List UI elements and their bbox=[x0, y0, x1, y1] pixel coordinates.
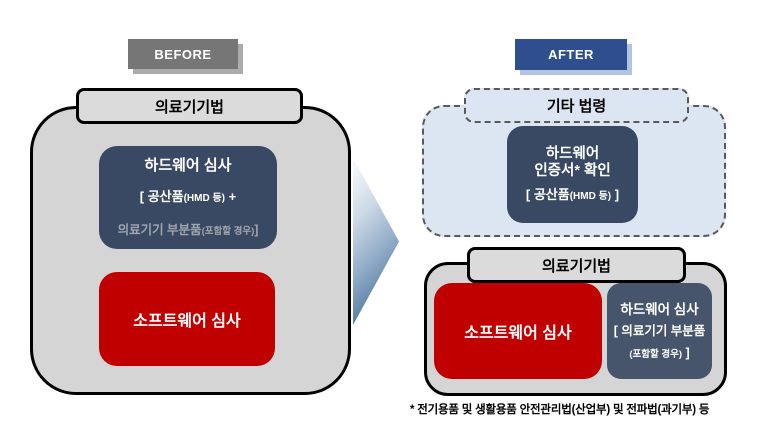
before-software-review-box: 소프트웨어 심사 bbox=[99, 272, 275, 366]
before-hardware-title: 하드웨어 심사 bbox=[144, 157, 232, 175]
other-laws-header: 기타 법령 bbox=[464, 88, 689, 123]
after-software-review-box: 소프트웨어 심사 bbox=[434, 283, 602, 379]
before-hardware-line2: 의료기기 부분품(포함할 경우)] bbox=[118, 219, 259, 238]
before-software-label: 소프트웨어 심사 bbox=[133, 313, 241, 330]
after-hw-line2-small: (포함할 경우) bbox=[629, 349, 683, 361]
after-hardware-line2: (포함할 경우) ] bbox=[629, 346, 689, 360]
after-hardware-line1: [ 의료기기 부분품 bbox=[613, 324, 706, 339]
footnote: * 전기용품 및 생활용품 안전관리법(산업부) 및 전파법(과기부) 등 bbox=[410, 404, 710, 416]
after-software-label: 소프트웨어 심사 bbox=[464, 325, 572, 342]
cert-sub-close: ] bbox=[611, 187, 620, 203]
after-badge: AFTER bbox=[515, 39, 627, 70]
before-hardware-review-box: 하드웨어 심사 [ 공산품(HMD 등) + 의료기기 부분품(포함할 경우)] bbox=[99, 146, 277, 249]
line1-plus: + bbox=[225, 188, 237, 204]
cert-title-line1: 하드웨어 bbox=[545, 145, 600, 162]
cert-sub-line: [ 공산품(HMD 등) ] bbox=[526, 187, 619, 203]
cert-sub-small: (HMD 등) bbox=[569, 191, 612, 203]
hardware-certificate-box: 하드웨어 인증서* 확인 [ 공산품(HMD 등) ] bbox=[507, 126, 638, 223]
after-hardware-title: 하드웨어 심사 bbox=[620, 301, 699, 317]
cert-title-line2: 인증서* 확인 bbox=[534, 162, 611, 179]
after-law-header: 의료기기법 bbox=[467, 247, 686, 283]
before-hardware-line1: [ 공산품(HMD 등) + bbox=[140, 189, 236, 205]
line2-close: ] bbox=[254, 222, 259, 237]
after-hardware-review-box: 하드웨어 심사 [ 의료기기 부분품 (포함할 경우) ] bbox=[607, 283, 712, 379]
line2-main: 의료기기 부분품 bbox=[117, 222, 202, 237]
before-badge: BEFORE bbox=[128, 39, 238, 69]
line2-small: (포함할 경우) bbox=[201, 225, 255, 237]
line1-main: [ 공산품 bbox=[139, 188, 184, 204]
line1-small: (HMD 등) bbox=[183, 192, 226, 204]
cert-sub-main: [ 공산품 bbox=[525, 187, 570, 203]
transition-arrow-icon bbox=[353, 158, 399, 325]
after-hw-line2-close: ] bbox=[682, 346, 690, 361]
before-law-header: 의료기기법 bbox=[76, 88, 303, 124]
